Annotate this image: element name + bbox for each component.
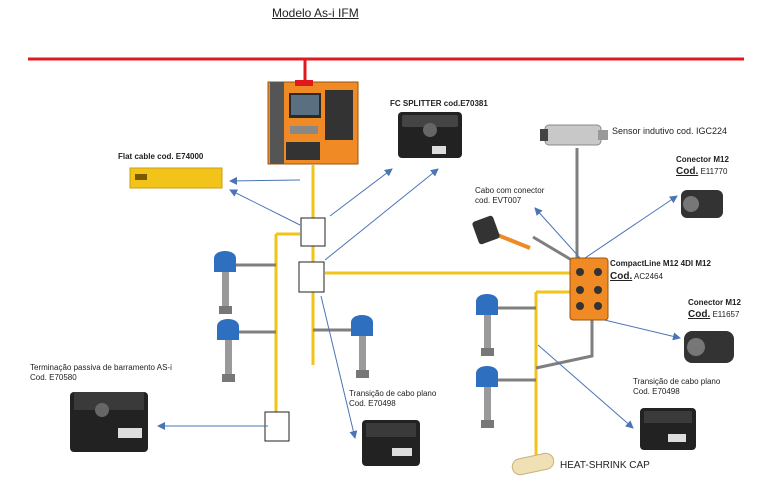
valve-actuator-2 bbox=[217, 319, 239, 382]
transition-a-label-line1: Transição de cabo plano bbox=[349, 389, 437, 398]
termination-label-line1: Terminação passiva de barramento AS-i bbox=[30, 363, 172, 372]
connector-mid-label: Conector M12 bbox=[688, 298, 741, 307]
compactline-code: Cod. AC2464 bbox=[610, 271, 663, 282]
diagram-title: Modelo As-i IFM bbox=[272, 6, 359, 20]
splitter-box-middle bbox=[298, 261, 325, 293]
termination-label-line2: Cod. E70580 bbox=[30, 373, 77, 382]
transition-b-label-line2: Cod. E70498 bbox=[633, 387, 680, 396]
grey-cable-network bbox=[234, 148, 594, 382]
transition-b-label-line1: Transição de cabo plano bbox=[633, 377, 721, 386]
valve-actuator-4 bbox=[476, 294, 498, 356]
connector-top-code: Cod. E11770 bbox=[676, 166, 728, 177]
heat-shrink-cap-image bbox=[511, 452, 555, 476]
connector-mid-number: E11657 bbox=[712, 310, 740, 319]
valve-actuator-1 bbox=[214, 251, 236, 314]
transition-a-label-line2: Cod. E70498 bbox=[349, 399, 396, 408]
heat-shrink-label: HEAT-SHRINK CAP bbox=[560, 460, 650, 471]
fc-splitter-label: FC SPLITTER cod.E70381 bbox=[390, 99, 488, 108]
transition-cable-a-image bbox=[362, 420, 420, 466]
asi-master-device bbox=[267, 80, 359, 165]
connection-arrows bbox=[157, 168, 681, 439]
splitter-box-lower bbox=[264, 411, 290, 442]
cable-connector-image bbox=[472, 215, 531, 250]
sensor-label: Sensor indutivo cod. IGC224 bbox=[612, 126, 728, 136]
compactline-number: AC2464 bbox=[634, 272, 663, 281]
compactline-label: CompactLine M12 4DI M12 bbox=[610, 259, 711, 268]
inductive-sensor-image bbox=[540, 124, 608, 146]
valve-actuator-3 bbox=[351, 315, 373, 378]
flat-cable-label: Flat cable cod. E74000 bbox=[118, 152, 204, 161]
cable-connector-label-line1: Cabo com conector bbox=[475, 186, 545, 195]
flat-cable-network bbox=[274, 165, 580, 455]
connector-top-number: E11770 bbox=[700, 167, 728, 176]
passive-termination-image bbox=[70, 392, 148, 452]
valve-actuator-5 bbox=[476, 366, 498, 428]
splitter-box-upper bbox=[300, 217, 326, 247]
cable-connector-label-line2: cod. EVT007 bbox=[475, 196, 522, 205]
m12-connector-mid-image bbox=[684, 331, 734, 363]
flat-cable-image bbox=[129, 167, 223, 189]
m12-connector-top-image bbox=[681, 190, 723, 218]
connector-top-label: Conector M12 bbox=[676, 155, 729, 164]
connector-mid-code: Cod. E11657 bbox=[688, 309, 740, 320]
compactline-module bbox=[569, 257, 609, 321]
fc-splitter-device bbox=[398, 112, 462, 158]
transition-cable-b-image bbox=[640, 408, 696, 450]
